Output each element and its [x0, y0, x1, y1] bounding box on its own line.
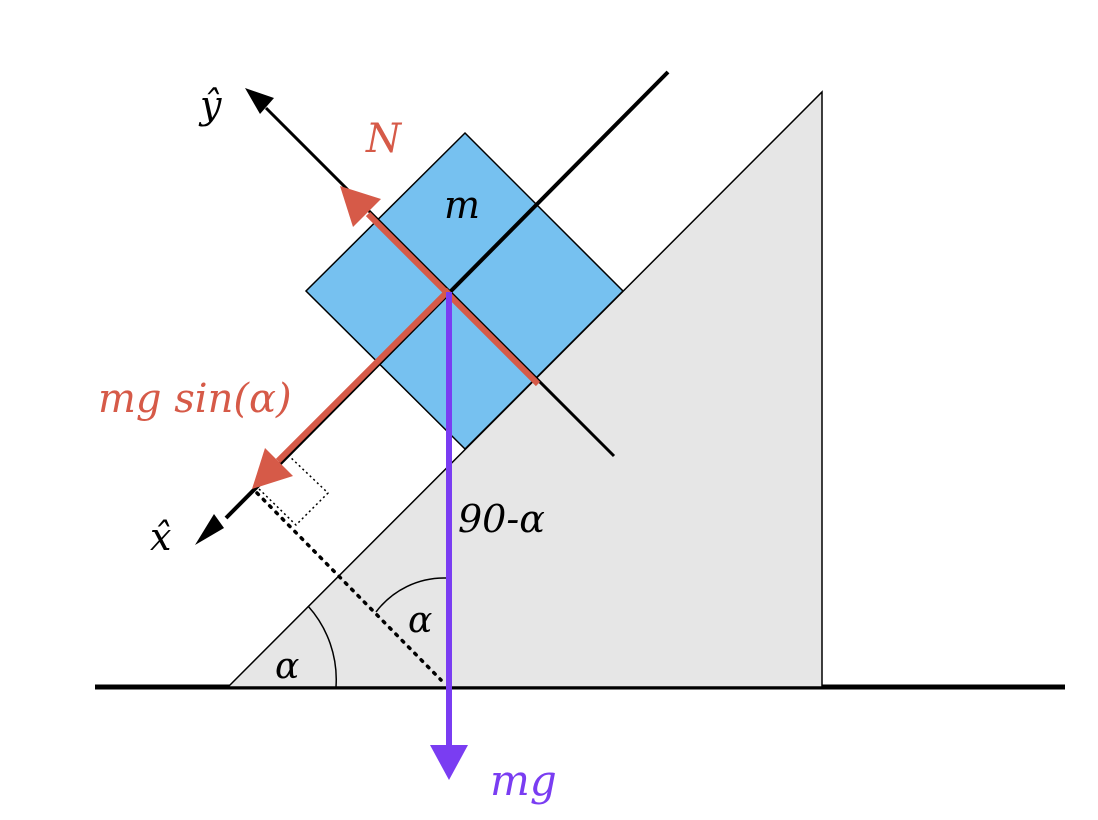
base-angle-arc: [307, 605, 337, 688]
complement-angle-label: 90-α: [458, 497, 545, 541]
normal-force-arrow: [365, 211, 541, 387]
x-axis-label: x̂: [150, 515, 171, 559]
inner-angle-arc: [375, 577, 447, 613]
inner-angle-label: α: [408, 600, 432, 641]
gravity-label: mg: [490, 756, 557, 805]
y-axis-label: ŷ: [198, 83, 222, 127]
y-axis-arrowhead: [245, 88, 274, 114]
parallel-force-arrowhead: [252, 448, 293, 489]
parallel-force-arrow: [275, 287, 452, 464]
parallel-force-label: mg sin(α): [98, 376, 292, 422]
x-axis-arrowhead: [195, 514, 224, 545]
normal-force-label: N: [365, 116, 403, 162]
mass-label: m: [444, 183, 480, 227]
projection-dotted-line: [255, 491, 443, 682]
normal-force-arrowhead: [340, 186, 381, 227]
block: [304, 131, 625, 451]
gravity-arrowhead: [430, 745, 468, 780]
base-angle-label: α: [275, 646, 299, 687]
